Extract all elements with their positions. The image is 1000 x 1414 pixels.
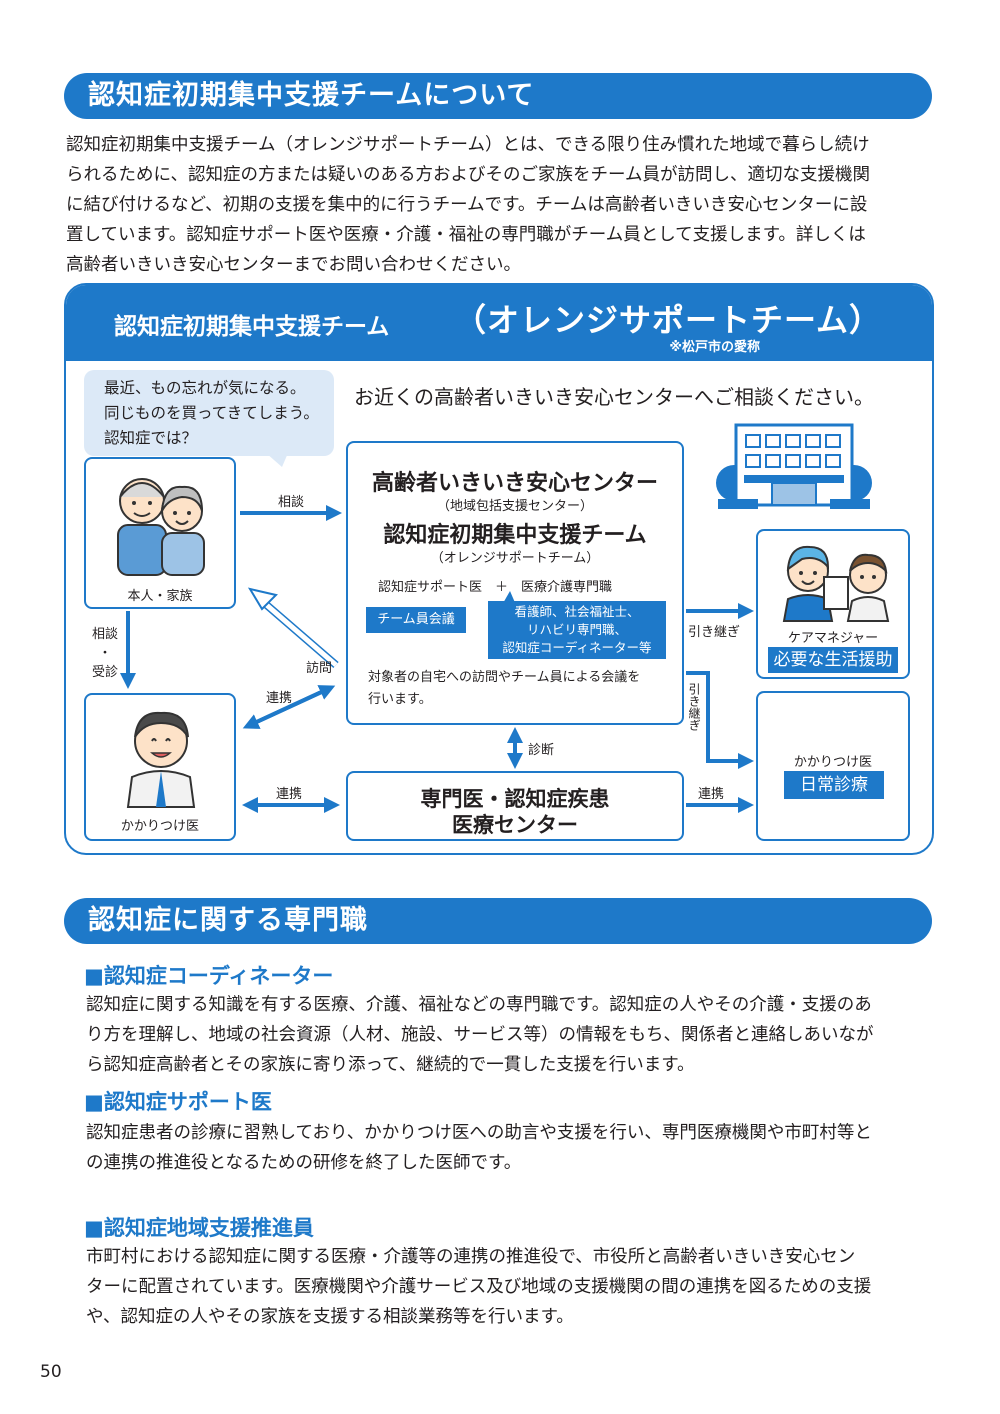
page-number: 50 (40, 1362, 62, 1382)
intro-line: 高齢者いきいき安心センターまでお問い合わせください。 (66, 255, 521, 275)
staff-tag: 看護師、社会福祉士、 リハビリ専門職、 認知症コーディネーター等 (488, 601, 666, 659)
intro-line: に結び付けるなど、初期の支援を集中的に行うチームです。チームは高齢者いきいき安心… (66, 195, 868, 215)
elderly-couple-icon (117, 478, 205, 576)
arrow-label-handover: 引き継ぎ (688, 625, 741, 640)
worry-line: 同じものを買ってきてしまう。 (104, 404, 319, 422)
arrow-label-cooperate: 連携 (276, 787, 303, 802)
arrow-label-visit: 訪問 (306, 661, 333, 676)
specialist-box: 専門医・認知症疾患 医療センター (346, 771, 684, 841)
promoter-line: や、認知症の人やその家族を支援する相談業務等を行います。 (86, 1307, 574, 1327)
support-team-diagram: 認知症初期集中支援チーム （オレンジサポートチーム） ※松戸市の愛称 最近、もの… (64, 283, 934, 855)
family-doctor-box: かかりつけ医 日常診療 (756, 691, 910, 841)
doctor-label: かかりつけ医 (120, 819, 200, 834)
tag-pointer-icon (502, 591, 516, 605)
coordinator-line: り方を理解し、地域の社会資源（人材、施設、サービス等）の情報をもち、関係者と連絡… (86, 1025, 874, 1045)
arrow-label-diagnosis: 診断 (528, 743, 555, 758)
specialist-line: 医療センター (452, 813, 578, 837)
intro-paragraph: 認知症初期集中支援チーム（オレンジサポートチーム）とは、できる限り住み慣れた地域… (66, 130, 946, 280)
care-manager-box: ケアマネジャー 必要な生活援助 (756, 529, 910, 679)
arrow-label-part: ・ (98, 646, 112, 661)
arrow-label-cooperate: 連携 (698, 787, 725, 802)
worry-line: 認知症では？ (104, 429, 198, 447)
diagram-title: 認知症初期集中支援チーム (114, 314, 390, 340)
care-tag: 必要な生活援助 (768, 647, 898, 673)
intro-line: 置しています。認知症サポート医や医療・介護・福祉の専門職がチーム員として支援しま… (66, 225, 866, 245)
arrow-label-consult: 相談 (278, 495, 305, 510)
center-name: 高齢者いきいき安心センター (371, 471, 658, 496)
promoter-line: ターに配置されています。医療機関や介護サービス及び地域の支援機関の間の連携を図る… (86, 1277, 872, 1297)
team-desc-line: 対象者の自宅への訪問やチーム員による会議を (368, 670, 641, 685)
doctor-box: かかりつけ医 (84, 693, 236, 841)
heading-coordinator: ■認知症コーディネーター (84, 964, 334, 988)
staff-line: 看護師、社会福祉士、 (514, 604, 640, 619)
promoter-paragraph: 市町村における認知症に関する医療・介護等の連携の推進役で、市役所と高齢者いきいき… (86, 1242, 956, 1332)
center-box: 高齢者いきいき安心センター （地域包括支援センター） 認知症初期集中支援チーム … (346, 441, 684, 725)
arrow-label-handover: 引き継ぎ (687, 683, 701, 731)
arrow-label-part: 受診 (92, 665, 119, 680)
coordinator-line: ら認知症高齢者とその家族に寄り添って、継続的で一貫した支援を行います。 (86, 1055, 695, 1075)
doctor-icon (126, 711, 196, 808)
bubble-tail-icon (266, 453, 288, 467)
care-manager-label: ケアマネジャー (787, 631, 879, 646)
staff-line: 認知症コーディネーター等 (502, 640, 652, 655)
support-doctor-line: の連携の推進役となるための研修を終了した医師です。 (86, 1153, 522, 1173)
family-doctor-label: かかりつけ医 (793, 755, 873, 770)
coordinator-paragraph: 認知症に関する知識を有する医療、介護、福祉などの専門職です。認知症の人やその介護… (86, 990, 956, 1080)
specialist-line: 専門医・認知症疾患 (420, 787, 610, 811)
team-desc-line: 行います。 (368, 692, 432, 707)
team-sub: （オレンジサポートチーム） (430, 551, 600, 566)
patient-family-label: 本人・家族 (127, 589, 193, 604)
heading-support-doctor: ■認知症サポート医 (84, 1090, 272, 1114)
care-staff-icon (782, 545, 890, 622)
worry-line: 最近、もの忘れが気になる。 (104, 379, 306, 397)
center-sub: （地域包括支援センター） (436, 499, 593, 514)
staff-line: リハビリ専門職、 (526, 622, 627, 637)
flow-arrows (120, 505, 754, 813)
diagram-header: 認知症初期集中支援チーム （オレンジサポートチーム） ※松戸市の愛称 (66, 285, 932, 361)
arrow-label-part: 相談 (92, 627, 119, 642)
support-doctor-line: 認知症患者の診療に習熟しており、かかりつけ医への助言や支援を行い、専門医療機関や… (86, 1123, 872, 1143)
arrow-label-cooperate: 連携 (266, 691, 293, 706)
patient-family-box: 本人・家族 (84, 457, 236, 609)
support-doctor-paragraph: 認知症患者の診療に習熟しており、かかりつけ医への助言や支援を行い、専門医療機関や… (86, 1118, 956, 1178)
meeting-tag: チーム員会議 (366, 607, 466, 633)
section-title-team: 認知症初期集中支援チームについて (64, 73, 932, 119)
promoter-line: 市町村における認知症に関する医療・介護等の連携の推進役で、市役所と高齢者いきいき… (86, 1247, 856, 1267)
worry-bubble: 最近、もの忘れが気になる。 同じものを買ってきてしまう。 認知症では？ (84, 370, 334, 456)
team-desc: 対象者の自宅への訪問やチーム員による会議を 行います。 (368, 667, 640, 711)
family-doctor-tag: 日常診療 (784, 771, 884, 799)
consult-message: お近くの高齢者いきいき安心センターへご相談ください。 (354, 385, 874, 409)
diagram-note: ※松戸市の愛称 (669, 340, 760, 355)
section-title-professionals: 認知症に関する専門職 (64, 898, 932, 944)
arrow-label-consult-visit: 相談 ・ 受診 (92, 625, 118, 682)
intro-line: 認知症初期集中支援チーム（オレンジサポートチーム）とは、できる限り住み慣れた地域… (66, 135, 870, 155)
diagram-title-nickname: （オレンジサポートチーム） (454, 301, 883, 339)
intro-line: られるために、認知症の方または疑いのある方およびそのご家族をチーム員が訪問し、適… (66, 165, 870, 185)
heading-promoter: ■認知症地域支援推進員 (84, 1216, 314, 1240)
building-icon (716, 423, 872, 509)
coordinator-line: 認知症に関する知識を有する医療、介護、福祉などの専門職です。認知症の人やその介護… (86, 995, 872, 1015)
team-name: 認知症初期集中支援チーム (383, 523, 647, 548)
team-members: 認知症サポート医 ＋ 医療介護専門職 (378, 580, 613, 595)
